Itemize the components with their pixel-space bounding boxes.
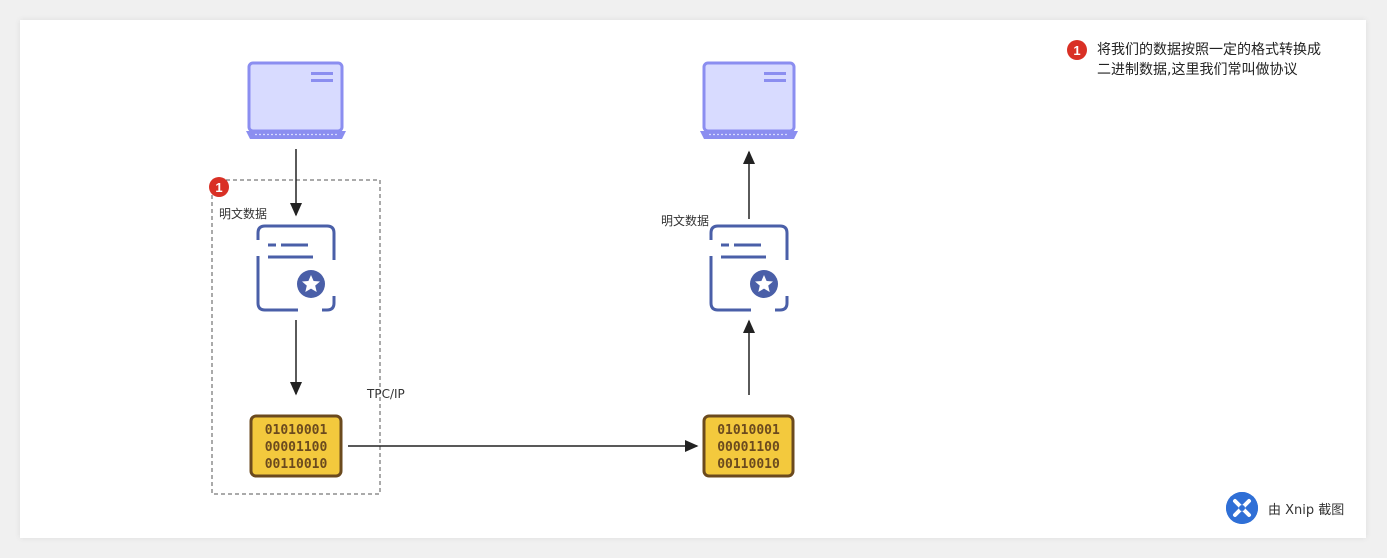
note-line-1: 将我们的数据按照一定的格式转换成 <box>1097 42 1321 58</box>
binary-row: 01010001 <box>717 423 780 438</box>
protocol-label: TPC/IP <box>367 387 405 401</box>
step-badge-left: 1 <box>209 177 229 197</box>
laptop-icon-left <box>246 61 346 139</box>
xnip-watermark: 由 Xnip 截图 <box>1226 492 1344 524</box>
binary-row: 00001100 <box>717 440 780 455</box>
binary-row: 00110010 <box>717 457 780 472</box>
binary-row: 01010001 <box>265 423 328 438</box>
plaintext-label-right: 明文数据 <box>661 214 710 228</box>
document-icon-left <box>256 224 336 312</box>
binary-row: 00110010 <box>265 457 328 472</box>
note-line-2: 二进制数据,这里我们常叫做协议 <box>1097 62 1298 78</box>
binary-data-icon-right: 01010001 00001100 00110010 <box>702 414 795 478</box>
document-icon-right <box>709 224 789 312</box>
plaintext-label-left: 明文数据 <box>219 207 268 221</box>
binary-row: 00001100 <box>265 440 328 455</box>
laptop-icon-right <box>700 61 798 139</box>
binary-data-icon-left: 01010001 00001100 00110010 <box>249 414 343 478</box>
xnip-logo-icon <box>1226 492 1258 524</box>
protocol-note: 将我们的数据按照一定的格式转换成 二进制数据,这里我们常叫做协议 <box>1097 40 1321 80</box>
xnip-watermark-text: 由 Xnip 截图 <box>1268 502 1345 518</box>
step-badge-note: 1 <box>1067 40 1087 60</box>
